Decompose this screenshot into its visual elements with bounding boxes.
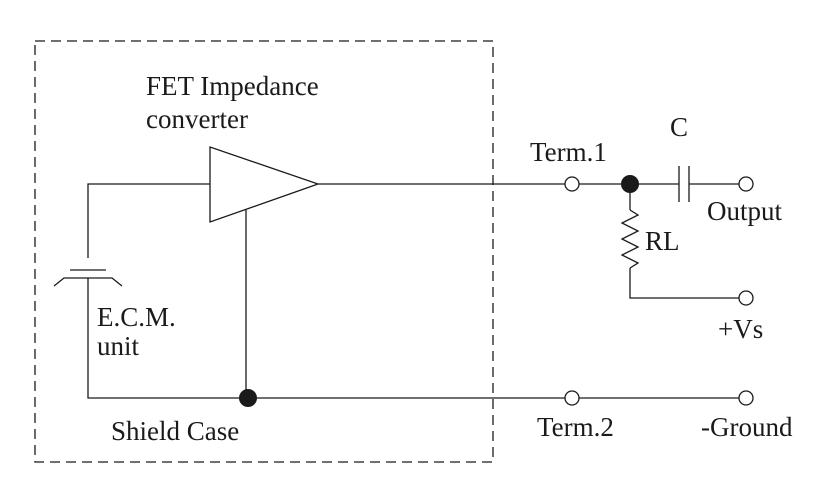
term2-label: Term.2	[537, 412, 614, 442]
fet-amplifier-symbol	[209, 146, 320, 223]
fet-label-line2: converter	[146, 104, 248, 134]
term1-terminal	[564, 176, 580, 192]
output-junction-node	[621, 175, 639, 193]
ground-label: -Ground	[701, 412, 793, 442]
ecm-label-line2: unit	[97, 331, 140, 361]
output-capacitor-symbol	[678, 166, 690, 202]
resistor-label: RL	[645, 226, 680, 256]
input-wire	[87, 183, 210, 258]
vs-terminal	[738, 290, 754, 306]
output-label: Output	[707, 196, 783, 226]
term1-label: Term.1	[530, 137, 607, 167]
resistor-to-vs-wire	[629, 268, 740, 299]
ecm-ground-wire	[87, 278, 572, 399]
ground-terminal	[738, 390, 754, 406]
capacitor-label: C	[670, 112, 688, 142]
ecm-label-line1: E.C.M.	[97, 302, 176, 332]
shield-case-label: Shield Case	[111, 416, 239, 446]
term2-terminal	[564, 390, 580, 406]
ground-junction-node	[239, 389, 257, 407]
shield-case-outline	[34, 40, 494, 463]
load-resistor-symbol	[620, 209, 640, 269]
output-terminal	[738, 176, 754, 192]
fet-label-line1: FET Impedance	[146, 71, 319, 101]
vs-label: +Vs	[718, 314, 763, 344]
